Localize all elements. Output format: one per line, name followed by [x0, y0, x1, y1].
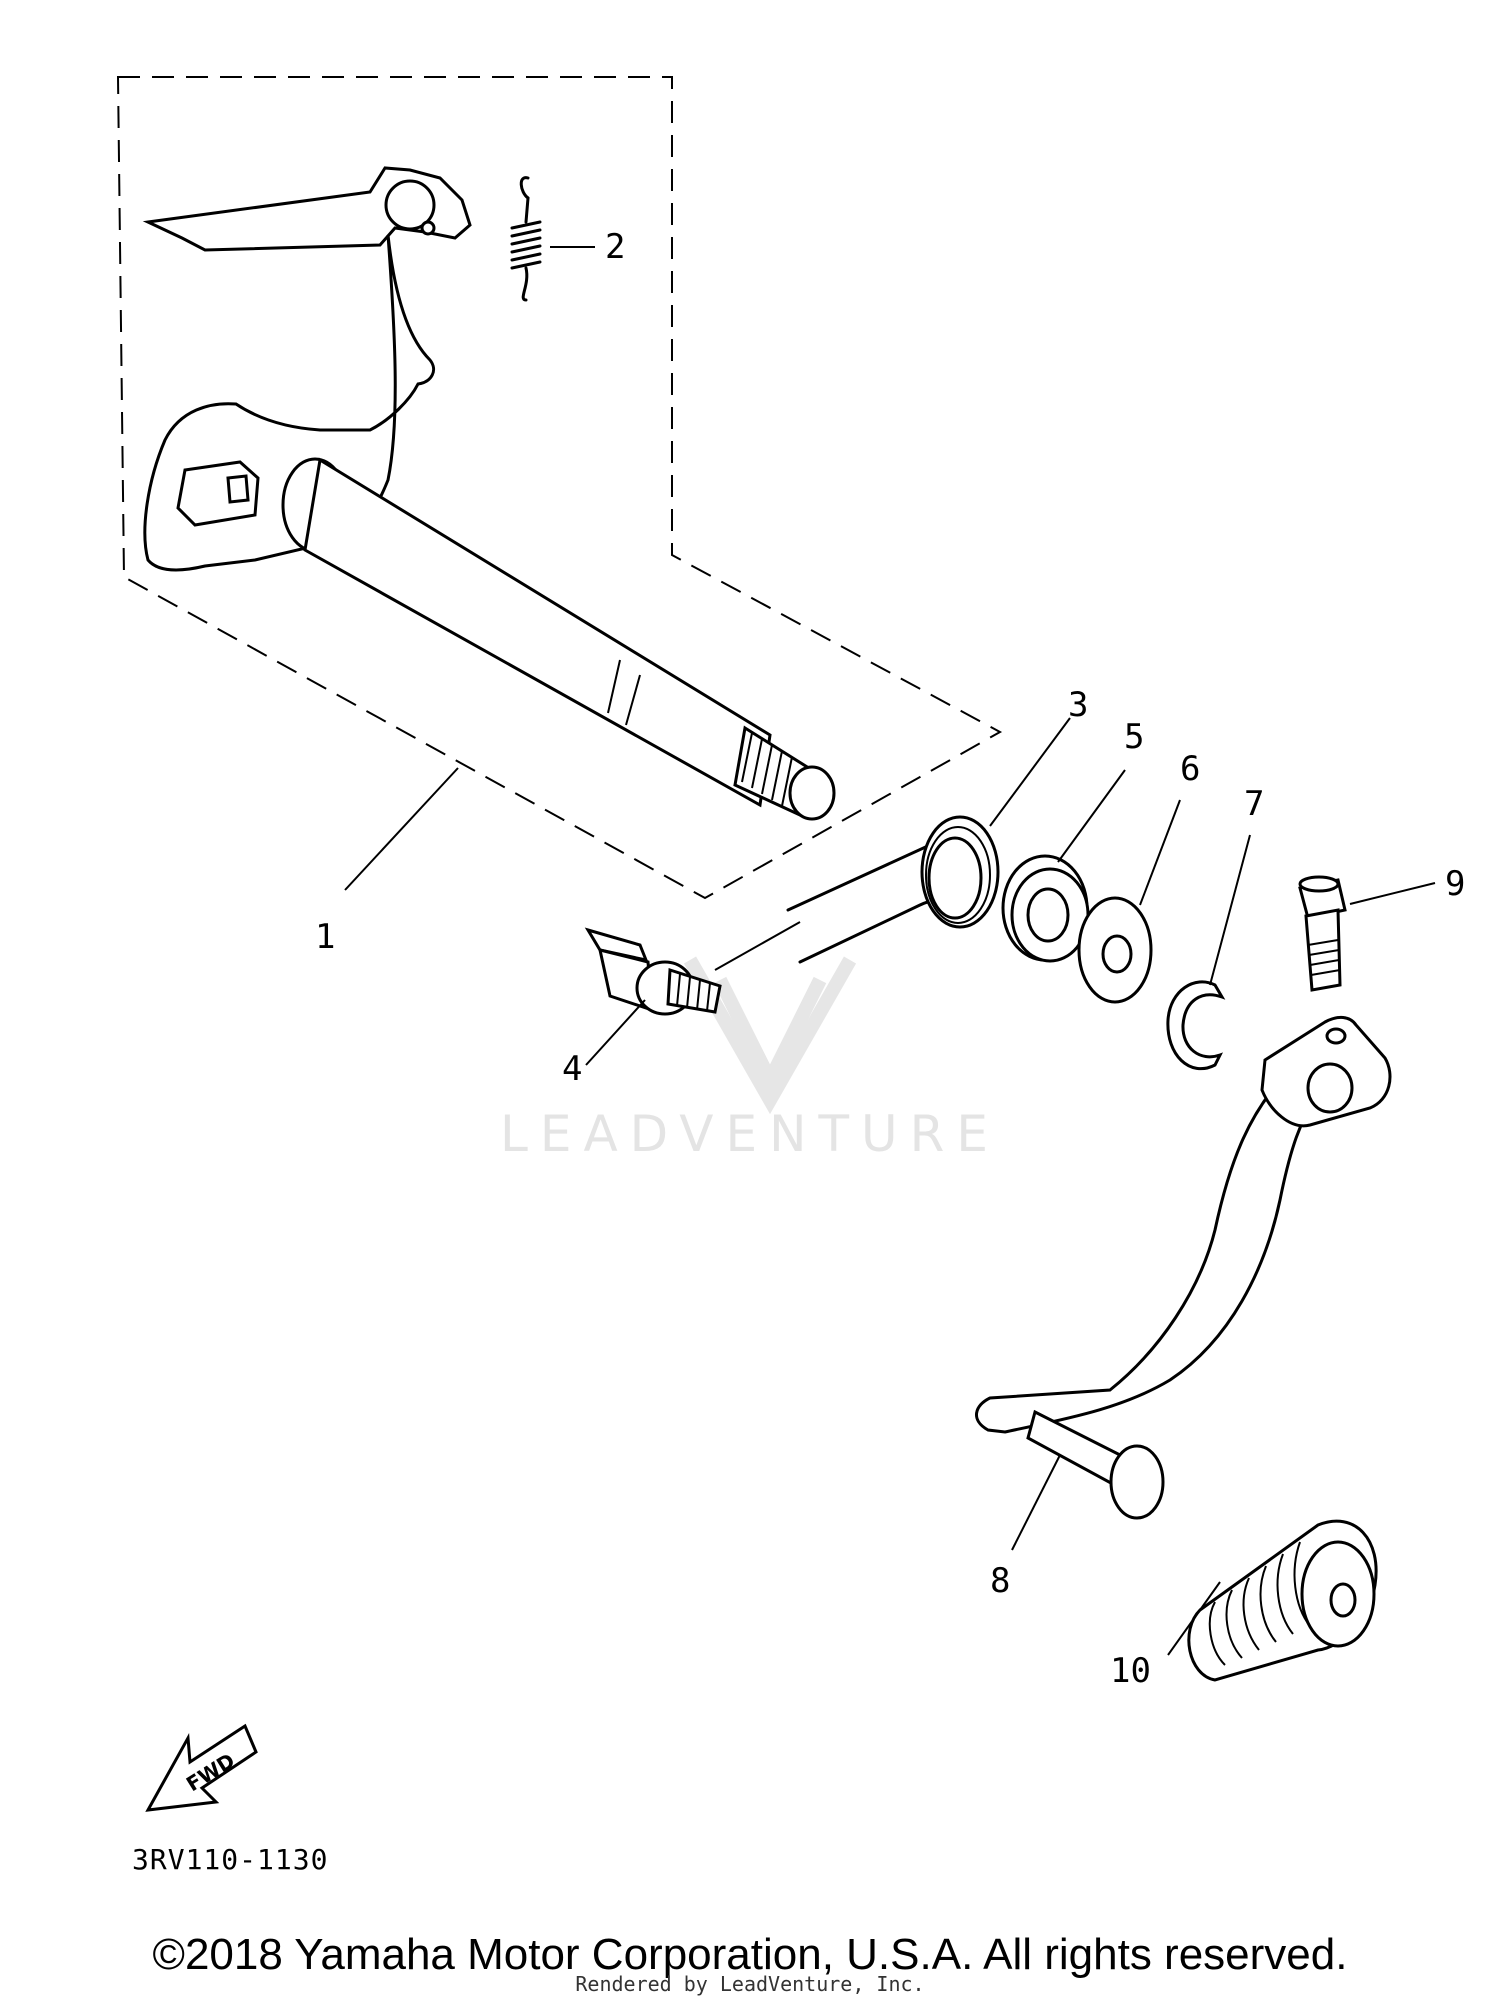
callout-6: 6	[1180, 749, 1200, 789]
leader-3	[989, 717, 1071, 827]
watermark-logo-icon	[683, 956, 857, 1115]
watermark-text: LEADVENTURE	[500, 1105, 1000, 1163]
callout-1: 1	[315, 917, 335, 957]
part-1-shift-shaft[interactable]	[142, 166, 836, 821]
callout-7: 7	[1244, 784, 1264, 824]
leader-5	[1057, 769, 1126, 863]
leader-10	[1167, 1581, 1221, 1656]
callout-5: 5	[1124, 717, 1144, 757]
copyright-notice: ©2018 Yamaha Motor Corporation, U.S.A. A…	[152, 1930, 1348, 1979]
leader-6	[1139, 799, 1181, 906]
part-7-circlip[interactable]	[1166, 980, 1226, 1071]
rendered-by-note: Rendered by LeadVenture, Inc.	[575, 1972, 925, 1996]
callout-3: 3	[1068, 685, 1088, 725]
leader-1	[344, 767, 459, 891]
fwd-arrow-icon: FWD	[145, 1723, 258, 1812]
callout-8: 8	[990, 1561, 1010, 1601]
part-2-spring[interactable]	[510, 176, 542, 302]
part-10-pedal-rubber[interactable]	[1187, 1519, 1378, 1682]
part-3-torsion-spring[interactable]	[786, 815, 1000, 964]
assembly-boundary	[116, 76, 1003, 900]
callout-2: 2	[605, 227, 625, 267]
part-6-washer[interactable]	[1077, 896, 1153, 1004]
part-9-bolt[interactable]	[1298, 875, 1347, 992]
part-8-shift-pedal[interactable]	[975, 1016, 1392, 1520]
leader-4	[585, 999, 646, 1066]
part-4-stud-bolt[interactable]	[584, 927, 722, 1016]
leader-4b	[714, 921, 801, 971]
callout-10: 10	[1110, 1651, 1151, 1691]
leader-8	[1011, 1454, 1061, 1551]
callout-9: 9	[1445, 864, 1465, 904]
drawing-code: 3RV110-1130	[132, 1843, 329, 1876]
leader-7	[1209, 834, 1251, 986]
callout-4: 4	[562, 1049, 582, 1089]
leader-9	[1349, 882, 1436, 905]
part-5-collar[interactable]	[1001, 854, 1090, 963]
